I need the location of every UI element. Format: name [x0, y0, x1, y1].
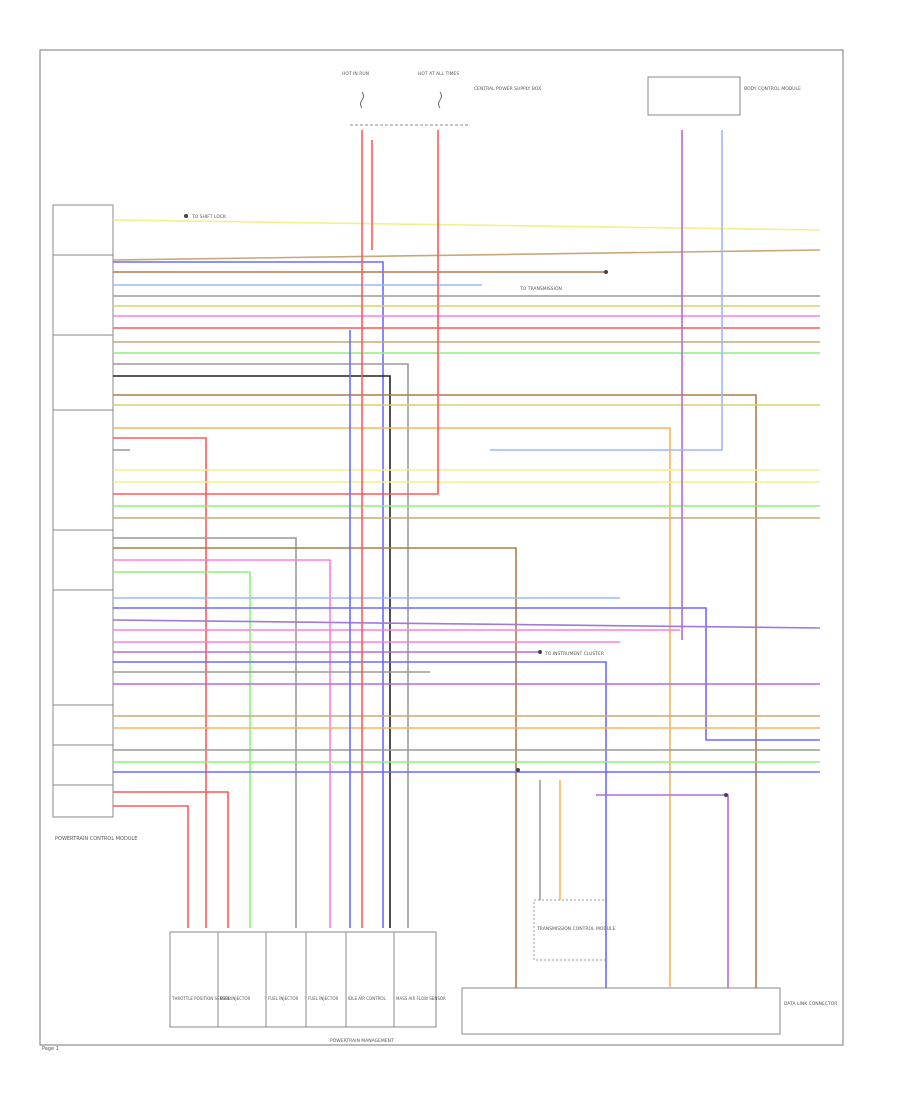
component-label: MASS AIR FLOW SENSOR: [396, 996, 446, 1001]
component-label: FUEL INJECTOR: [220, 996, 251, 1001]
wire: [113, 661, 607, 988]
fuse-panel-label: CENTRAL POWER SUPPLY BOX: [474, 86, 541, 92]
component-box: [217, 931, 267, 1028]
component-label: FUEL INJECTOR: [308, 996, 339, 1001]
vertical-feeds: [349, 130, 729, 988]
wire: [113, 791, 229, 928]
wire: [113, 547, 517, 988]
pcm-label: POWERTRAIN CONTROL MODULE: [55, 836, 137, 842]
pcm-module: POWERTRAIN CONTROL MODULE: [52, 204, 137, 842]
wire: [113, 427, 671, 988]
wire: [113, 571, 251, 928]
component-box: [169, 931, 219, 1028]
wire: [113, 607, 820, 741]
splice-dot: [724, 793, 728, 797]
bcm-box: [647, 76, 741, 116]
callout-label: TO INSTRUMENT CLUSTER: [544, 651, 604, 657]
page-ref: Page 1: [42, 1046, 59, 1052]
component-label: THROTTLE POSITION SENSOR: [171, 996, 231, 1001]
wire-group: [112, 130, 821, 988]
footer-label: POWERTRAIN MANAGEMENT: [330, 1038, 394, 1044]
splice-dot: [604, 270, 608, 274]
splice-dot: [538, 650, 542, 654]
bcm-label: BODY CONTROL MODULE: [744, 86, 801, 92]
dlc-label: DATA LINK CONNECTOR: [784, 1001, 837, 1007]
diagram-border: [39, 49, 844, 1046]
component-box: [345, 931, 395, 1028]
dlc-box: [461, 987, 781, 1035]
body-control-module: BODY CONTROL MODULE: [647, 76, 801, 116]
component-box: [265, 931, 307, 1028]
wire: [113, 394, 757, 988]
wire: [113, 805, 189, 928]
data-link-connector: DATA LINK CONNECTOR: [461, 987, 837, 1035]
component-box: [393, 931, 437, 1028]
wire: [113, 363, 409, 928]
callout-label: TO TRANSMISSION: [519, 286, 562, 292]
bottom-components: THROTTLE POSITION SENSOR FUEL INJECTOR F…: [169, 931, 446, 1044]
pcm-box: [52, 204, 114, 818]
fuse-block: HOT IN RUN HOT AT ALL TIMES CENTRAL POWE…: [342, 71, 541, 126]
wire: [112, 619, 821, 629]
tcm-label: TRANSMISSION CONTROL MODULE: [536, 926, 616, 932]
callout-label: TO SHIFT LOCK: [191, 214, 227, 220]
fuse-label: HOT AT ALL TIMES: [418, 71, 459, 77]
transmission-control-module: TRANSMISSION CONTROL MODULE: [533, 899, 616, 961]
component-box: [305, 931, 347, 1028]
wire: [113, 559, 331, 928]
fuse-icon: [360, 91, 364, 109]
wire: [113, 261, 384, 928]
wire: [113, 437, 207, 928]
component-label: IDLE AIR CONTROL: [348, 996, 387, 1001]
fuse-icon: [438, 91, 442, 109]
wire: [490, 130, 723, 451]
wire: [113, 375, 391, 928]
wire: [596, 794, 729, 988]
wire: [112, 249, 821, 261]
splice-dot: [184, 214, 188, 218]
wire: [113, 537, 297, 928]
component-label: FUEL INJECTOR: [268, 996, 299, 1001]
wire: [113, 130, 439, 495]
wire: [112, 219, 821, 231]
fuse-label: HOT IN RUN: [342, 71, 369, 77]
splice-dot: [516, 768, 520, 772]
